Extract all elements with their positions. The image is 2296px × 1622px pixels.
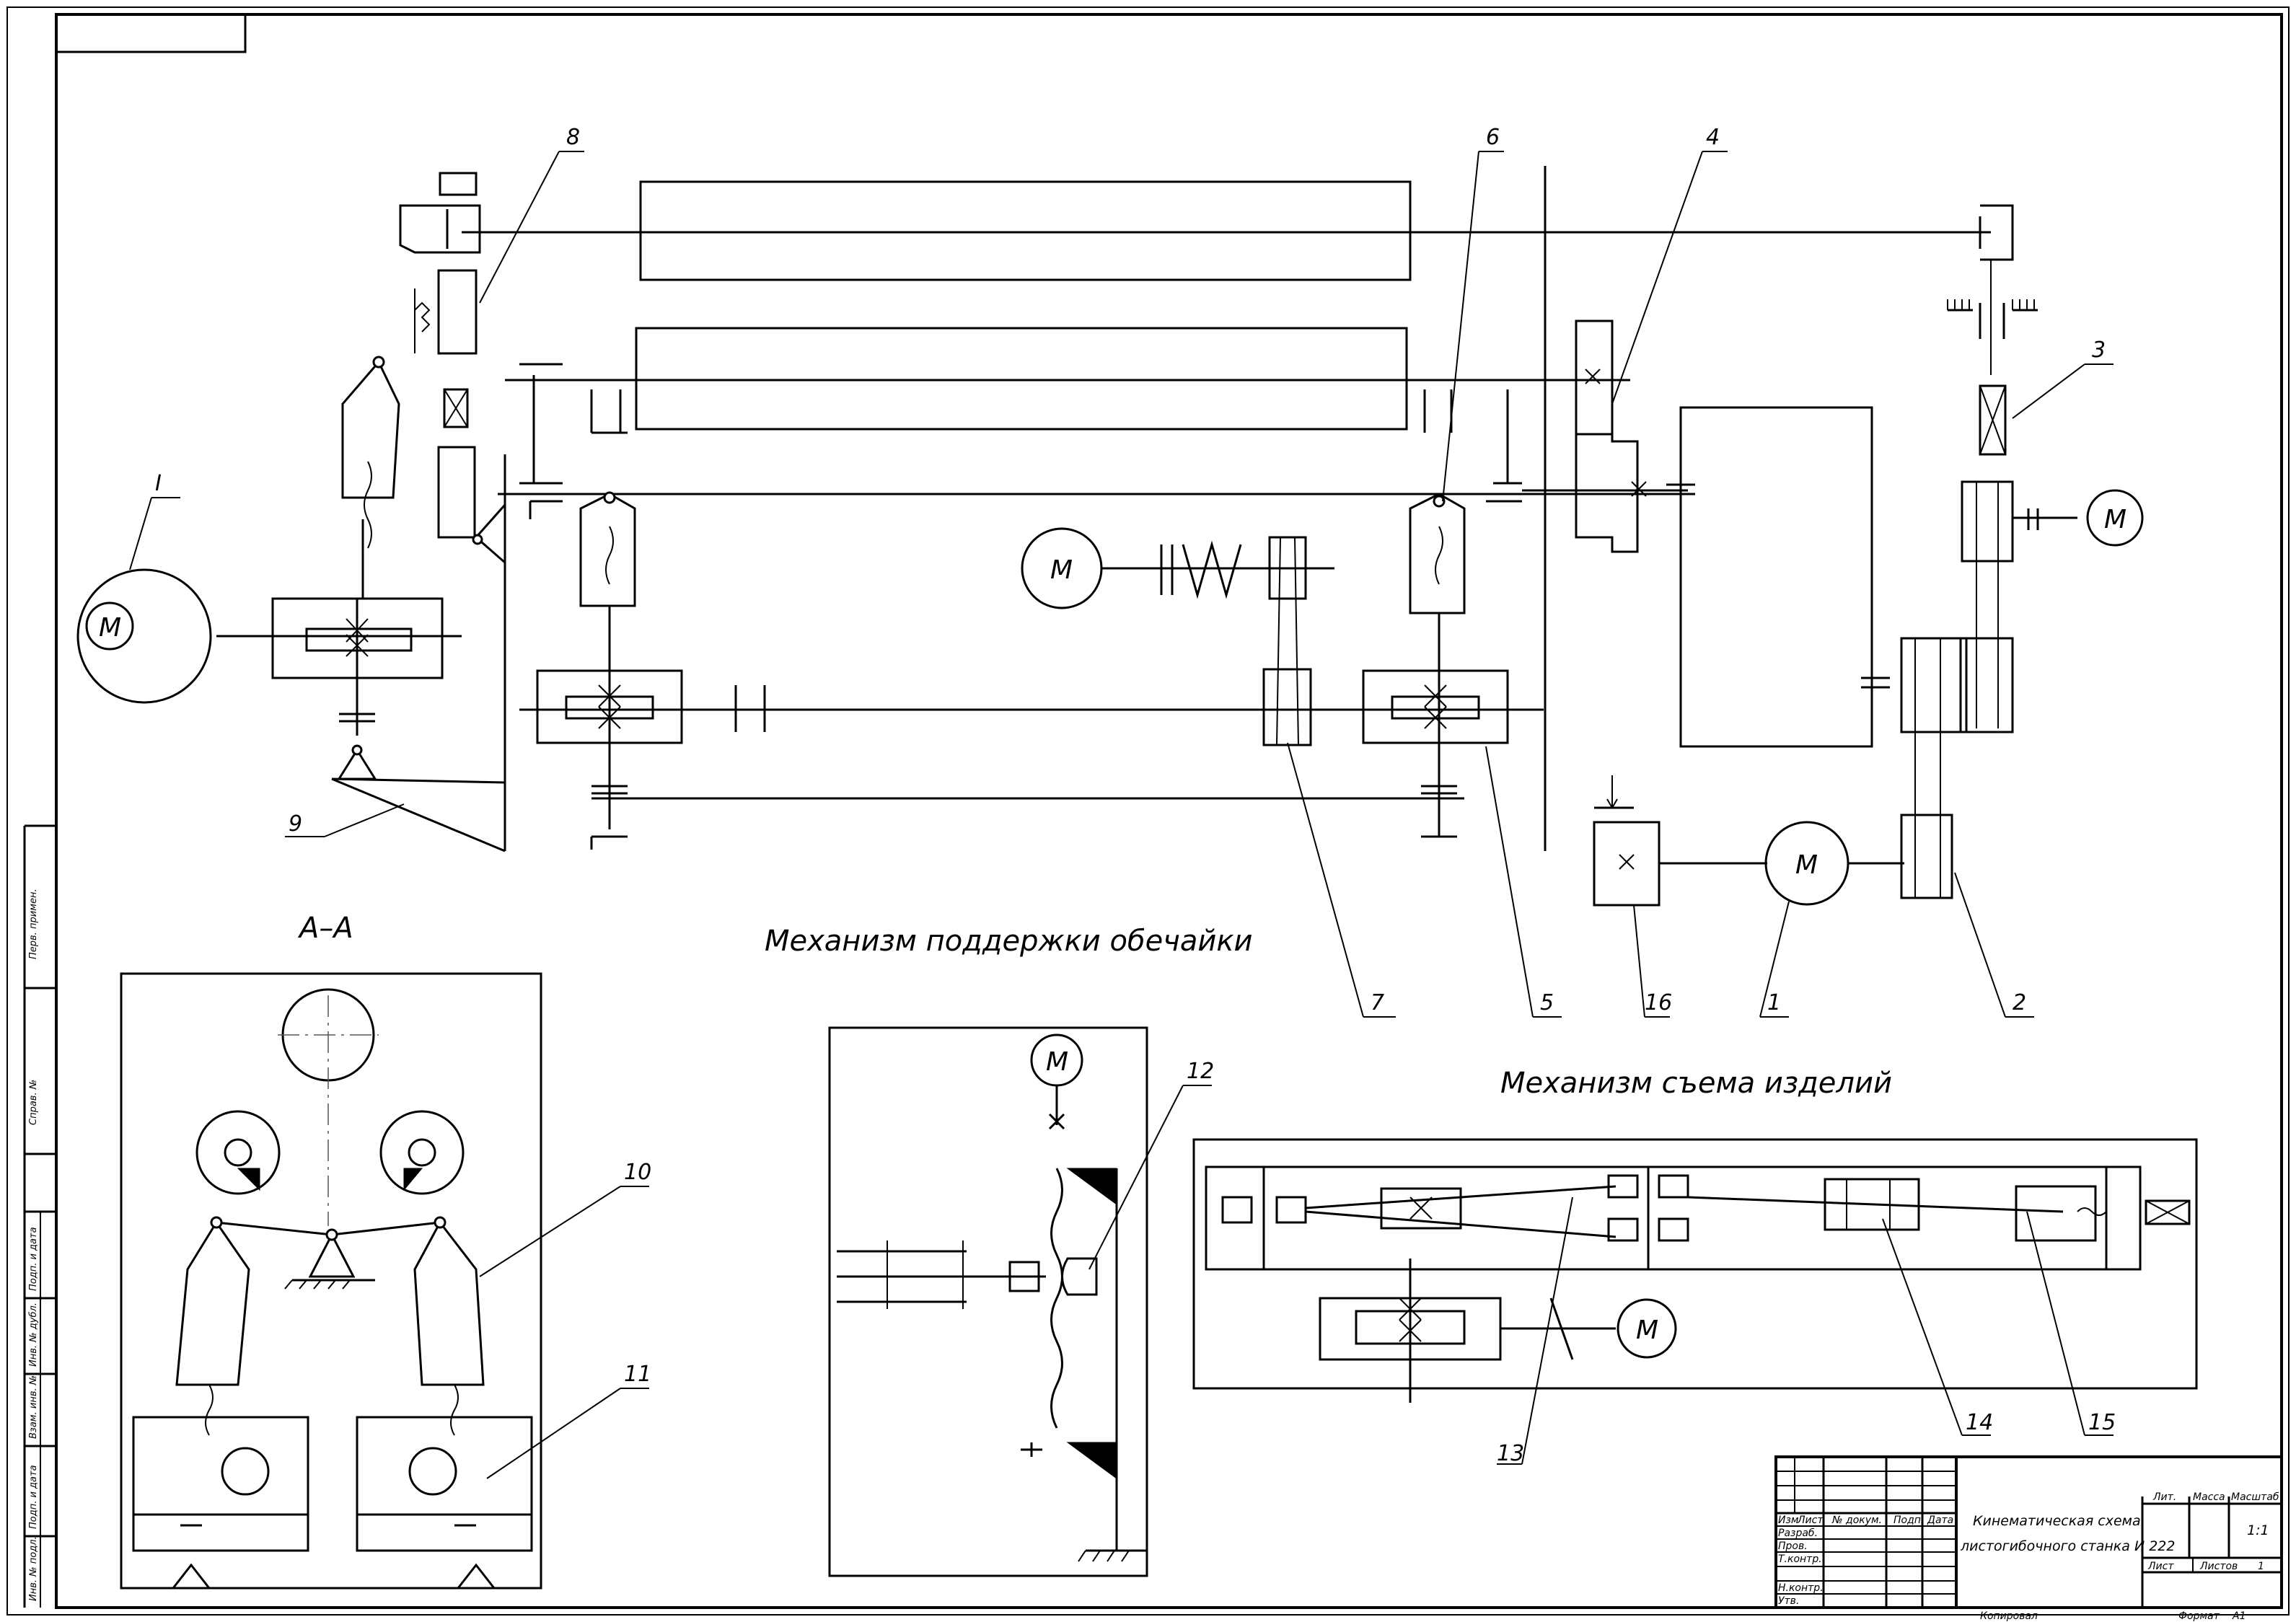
side-stamp-2: Подп. и дата	[28, 1465, 39, 1529]
tb-row-razrab: Разраб.	[1778, 1528, 1818, 1539]
title-block	[1774, 1455, 2283, 1609]
callout-13: 13	[1497, 1441, 1524, 1466]
callout-12: 12	[1187, 1059, 1214, 1084]
tb-header-sign: Подп.	[1893, 1515, 1924, 1526]
main-scheme: М	[76, 166, 2144, 907]
tb-row-tkontr: Т.контр.	[1778, 1553, 1822, 1565]
caption-removal: Механизм съема изделий	[1500, 1067, 1892, 1100]
motor-m-removal-label: М	[1636, 1315, 1658, 1345]
callout-3: 3	[2092, 338, 2106, 363]
callout-4: 4	[1706, 125, 1720, 150]
tb-header-date: Дата	[1927, 1515, 1953, 1526]
removal-mechanism: М	[1192, 1138, 2198, 1403]
tb-lit-label: Лит.	[2152, 1491, 2176, 1503]
tb-header-list: Лист	[1797, 1515, 1824, 1526]
motor-1-label: М	[1795, 850, 1818, 880]
drawing-title-line1: Кинематическая схема	[1973, 1513, 2141, 1529]
belt-pulley-7-top	[1268, 536, 1307, 600]
callout-5: 5	[1540, 990, 1554, 1015]
side-stamp-3: Взам. инв. №	[28, 1375, 39, 1439]
motor-m-center-label: М	[1050, 555, 1073, 585]
side-stamp: Инв. № подл. Подп. и дата Взам. инв. № И…	[23, 824, 56, 1608]
motor-m-right-top-label: М	[2104, 505, 2126, 534]
callout-leaders	[129, 151, 2114, 1479]
callout-1: 1	[1767, 990, 1781, 1015]
callout-15: 15	[2088, 1410, 2116, 1435]
section-a-a	[120, 972, 542, 1590]
upper-roll	[639, 180, 1412, 281]
callout-16: 16	[1645, 990, 1672, 1015]
motor-m-mech12-label: М	[1046, 1047, 1068, 1077]
tb-scale-label: Масштаб	[2231, 1491, 2279, 1503]
drawing-title-line2: листогибочного станка И 222	[1960, 1538, 2175, 1554]
lower-roll	[635, 327, 1408, 431]
callout-11: 11	[624, 1362, 651, 1387]
callout-7: 7	[1371, 990, 1384, 1015]
side-stamp-7: Перв. примен.	[28, 889, 39, 959]
callout-8: 8	[566, 125, 580, 150]
motor-m-removal	[1617, 1298, 1677, 1359]
callout-2: 2	[2013, 990, 2026, 1015]
motor-i	[76, 568, 212, 704]
box-16	[1593, 821, 1661, 907]
callout-6: 6	[1486, 125, 1500, 150]
belt-pulley-7-bottom	[1262, 668, 1312, 746]
belt-pulley-2-upper	[1961, 480, 2014, 563]
mechanism-12: М	[828, 1026, 1148, 1577]
caption-section-a-a: А–А	[297, 912, 353, 945]
callout-14: 14	[1966, 1410, 1993, 1435]
side-stamp-1: Инв. № подл.	[28, 1536, 39, 1601]
caption-shell-support: Механизм поддержки обечайки	[765, 925, 1253, 958]
side-stamp-5: Подп. и дата	[28, 1227, 39, 1291]
motor-m-right-top	[2086, 489, 2144, 547]
copied-label: Копировал	[1980, 1610, 2038, 1622]
tb-sheets-value: 1	[2258, 1561, 2264, 1572]
tb-header-doc: № докум.	[1831, 1515, 1882, 1526]
side-stamp-4: Инв. № дубл.	[28, 1303, 39, 1367]
tb-row-utv: Утв.	[1778, 1595, 1799, 1607]
tb-mass-label: Масса	[2193, 1491, 2225, 1503]
motor-m-left-label: М	[99, 613, 121, 643]
tb-row-prov: Пров.	[1778, 1541, 1808, 1552]
gear-4	[1575, 319, 1639, 553]
tb-sheet-label: Лист	[2147, 1561, 2174, 1572]
tb-sheets-label: Листов	[2199, 1561, 2238, 1572]
callout-i: I	[155, 471, 162, 496]
callout-9: 9	[289, 811, 302, 837]
callout-10: 10	[624, 1160, 651, 1185]
format-label: Формат	[2178, 1610, 2220, 1622]
side-stamp-6: Справ. №	[28, 1080, 39, 1125]
tb-scale-value: 1:1	[2247, 1522, 2269, 1538]
sheet-frame	[6, 6, 2290, 1616]
tb-row-nkontr: Н.контр.	[1778, 1582, 1824, 1594]
housing-right	[1679, 406, 1873, 748]
format-value: А1	[2232, 1610, 2246, 1622]
tb-header-izm: Изм	[1778, 1515, 1799, 1526]
motor-m-left	[85, 601, 134, 651]
